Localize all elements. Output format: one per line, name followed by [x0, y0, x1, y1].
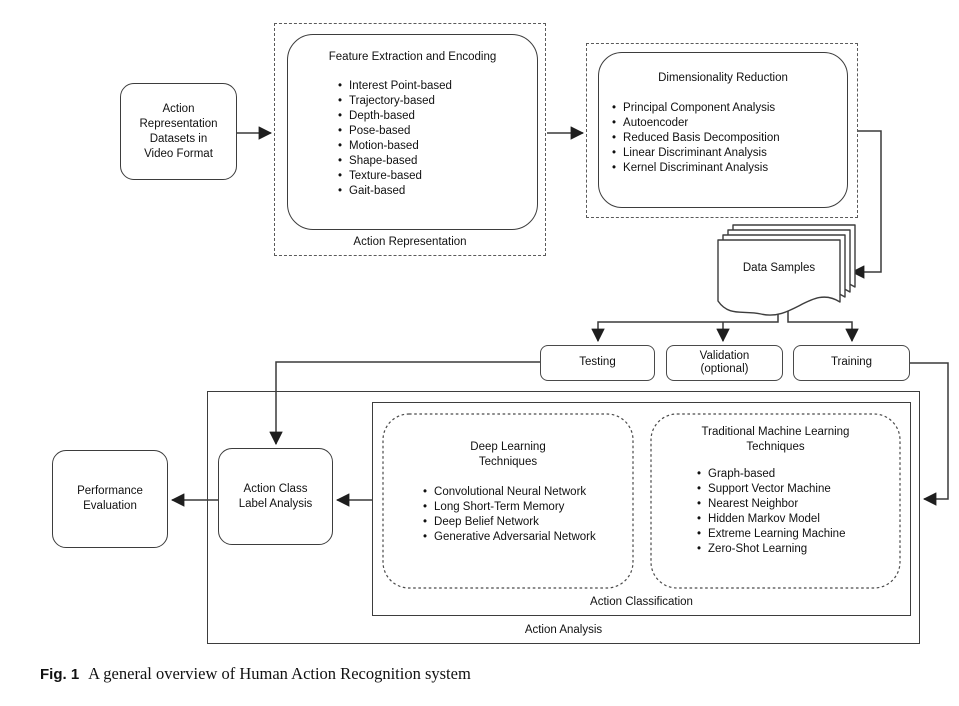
group-action-analysis: Action Analysis [207, 391, 920, 644]
node-validation: Validation (optional) [666, 345, 783, 381]
list-item: Hidden Markov Model [697, 512, 900, 527]
figure-caption-label: Fig. 1 [40, 666, 80, 683]
dimensionality-reduction-title: Dimensionality Reduction [658, 72, 788, 84]
deep-learning-list: Convolutional Neural Network Long Short-… [423, 485, 633, 545]
arrow-data-samples-to-training [787, 306, 859, 343]
list-item: Reduced Basis Decomposition [612, 131, 847, 146]
data-samples-label: Data Samples [742, 262, 816, 274]
traditional-ml-list: Graph-based Support Vector Machine Neare… [697, 467, 900, 557]
node-testing: Testing [540, 345, 655, 381]
list-item: Texture-based [338, 169, 537, 184]
list-item: Generative Adversarial Network [423, 530, 633, 545]
arrow-training-to-classification [910, 362, 949, 506]
node-deep-learning: Deep Learning Techniques Convolutional N… [383, 414, 633, 588]
group-action-classification: Action Classification [372, 402, 911, 616]
node-datasets: Action Representation Datasets in Video … [120, 83, 237, 180]
arrow-testing-to-label-analysis [269, 361, 540, 446]
list-item: Autoencoder [612, 116, 847, 131]
list-item: Trajectory-based [338, 94, 537, 109]
list-item: Zero-Shot Learning [697, 542, 900, 557]
list-item: Long Short-Term Memory [423, 500, 633, 515]
list-item: Kernel Discriminant Analysis [612, 161, 847, 176]
group-label-action-classification: Action Classification [590, 596, 693, 608]
node-traditional-ml: Traditional Machine Learning Techniques … [651, 414, 900, 588]
traditional-ml-outline [650, 413, 901, 589]
group-action-representation: Action Representation [274, 23, 546, 256]
list-item: Deep Belief Network [423, 515, 633, 530]
feature-extraction-list: Interest Point-based Trajectory-based De… [338, 79, 537, 199]
list-item: Nearest Neighbor [697, 497, 900, 512]
figure-caption-text: A general overview of Human Action Recog… [88, 664, 471, 683]
list-item: Pose-based [338, 124, 537, 139]
list-item: Motion-based [338, 139, 537, 154]
data-samples-stack [717, 224, 856, 316]
list-item: Support Vector Machine [697, 482, 900, 497]
feature-extraction-title: Feature Extraction and Encoding [328, 51, 497, 63]
traditional-ml-title: Traditional Machine Learning Techniques [701, 426, 850, 453]
node-dimensionality-reduction: Dimensionality Reduction Principal Compo… [598, 52, 848, 208]
deep-learning-outline [382, 413, 634, 589]
node-training: Training [793, 345, 910, 381]
list-item: Depth-based [338, 109, 537, 124]
list-item: Extreme Learning Machine [697, 527, 900, 542]
figure-caption: Fig. 1 A general overview of Human Action… [40, 664, 471, 683]
deep-learning-title: Deep Learning Techniques [470, 441, 546, 468]
list-item: Interest Point-based [338, 79, 537, 94]
arrow-reduction-to-data-samples [850, 130, 882, 279]
node-performance-evaluation: Performance Evaluation [52, 450, 168, 548]
list-item: Convolutional Neural Network [423, 485, 633, 500]
group-label-action-representation: Action Representation [353, 236, 467, 248]
list-item: Linear Discriminant Analysis [612, 146, 847, 161]
data-samples-page-1 [717, 239, 841, 316]
dimensionality-reduction-list: Principal Component Analysis Autoencoder… [612, 101, 847, 176]
group-label-action-analysis: Action Analysis [524, 624, 603, 636]
node-feature-extraction: Feature Extraction and Encoding Interest… [287, 34, 538, 230]
list-item: Principal Component Analysis [612, 101, 847, 116]
group-dimensionality-reduction [586, 43, 858, 218]
node-action-class-label-analysis: Action Class Label Analysis [218, 448, 333, 545]
list-item: Graph-based [697, 467, 900, 482]
list-item: Gait-based [338, 184, 537, 199]
list-item: Shape-based [338, 154, 537, 169]
